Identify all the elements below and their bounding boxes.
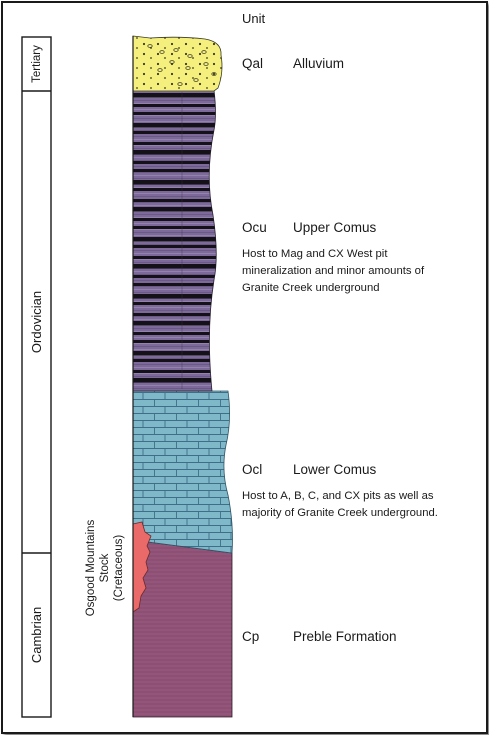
upper-comus-band	[133, 359, 217, 362]
upper-comus-band	[133, 370, 217, 373]
upper-comus-band	[133, 104, 217, 107]
upper-comus-band	[133, 283, 217, 286]
unit-name: Preble Formation	[293, 629, 397, 644]
period-ordovician: Ordovician	[29, 291, 44, 353]
alluvium-pebbles	[147, 44, 217, 86]
unit-description: mineralization and minor amounts of	[242, 265, 425, 277]
upper-comus-band	[133, 256, 217, 259]
upper-comus-dark-bands	[133, 93, 217, 383]
upper-comus-band	[133, 340, 217, 343]
upper-comus-band	[133, 321, 217, 326]
upper-comus-band	[133, 161, 217, 164]
upper-comus-band	[133, 207, 217, 212]
unit-code: Cp	[242, 629, 259, 644]
svg-text:Osgood Mountains: Osgood Mountains	[85, 519, 97, 616]
unit-name: Upper Comus	[293, 220, 377, 235]
upper-comus-band	[133, 169, 217, 172]
unit-description: Granite Creek underground	[242, 282, 380, 294]
unit-qal: Qal Alluvium	[242, 56, 344, 71]
unit-code: Ocu	[242, 220, 267, 235]
svg-text:Stock: Stock	[99, 553, 111, 582]
unit-ocu: Ocu Upper Comus Host to Mag and CX West …	[242, 220, 425, 294]
upper-comus-band	[133, 218, 217, 221]
upper-comus-band	[133, 264, 217, 269]
upper-comus-band	[133, 112, 217, 115]
upper-comus-band	[133, 142, 217, 145]
unit-description: majority of Granite Creek underground.	[242, 507, 438, 519]
unit-ocl: Ocl Lower Comus Host to A, B, C, and CX …	[242, 462, 438, 519]
upper-comus-band	[133, 378, 217, 383]
upper-comus-band	[133, 245, 217, 248]
period-column: Tertiary Ordovician Cambrian	[21, 36, 52, 718]
upper-comus-band	[133, 188, 217, 191]
unit-name: Alluvium	[293, 56, 344, 71]
unit-code: Ocl	[242, 462, 262, 477]
upper-comus-band	[133, 313, 217, 316]
unit-description: Host to Mag and CX West pit	[242, 248, 388, 260]
pebble	[193, 78, 199, 82]
unit-name: Lower Comus	[293, 462, 377, 477]
upper-comus-band	[133, 199, 217, 202]
pebble	[173, 48, 179, 52]
pebble	[201, 50, 207, 54]
period-tertiary: Tertiary	[31, 45, 43, 83]
upper-comus-band	[133, 332, 217, 335]
unit-code: Qal	[242, 56, 263, 71]
pebble	[211, 72, 217, 76]
upper-comus-band	[133, 275, 217, 278]
pebble	[185, 66, 191, 70]
upper-comus-band	[133, 180, 217, 185]
stock-label: Osgood Mountains Stock (Cretaceous)	[85, 519, 125, 616]
unit-header: Unit	[242, 11, 266, 26]
preble-formation-layer	[132, 539, 233, 718]
unit-description: Host to A, B, C, and CX pits as well as	[242, 490, 434, 502]
unit-cp: Cp Preble Formation	[242, 629, 397, 644]
pebble	[157, 68, 163, 72]
pebble	[147, 44, 153, 48]
lower-comus-layer	[132, 390, 233, 554]
svg-text:(Cretaceous): (Cretaceous)	[113, 535, 125, 602]
pebble	[187, 54, 193, 58]
upper-comus-band	[133, 351, 217, 356]
lithology-column	[132, 35, 233, 718]
pebble	[203, 62, 209, 66]
pebble	[169, 60, 175, 64]
pebble	[159, 50, 165, 54]
upper-comus-band	[133, 237, 217, 242]
upper-comus-band	[133, 93, 217, 98]
upper-comus-band	[133, 226, 217, 229]
osgood-mountains-stock-intrusion	[132, 521, 152, 613]
upper-comus-band	[133, 302, 217, 305]
pebble	[177, 82, 183, 86]
upper-comus-band	[133, 294, 217, 299]
upper-comus-band	[133, 131, 217, 134]
period-cambrian: Cambrian	[29, 607, 44, 663]
upper-comus-band	[133, 123, 217, 128]
upper-comus-band	[133, 150, 217, 155]
